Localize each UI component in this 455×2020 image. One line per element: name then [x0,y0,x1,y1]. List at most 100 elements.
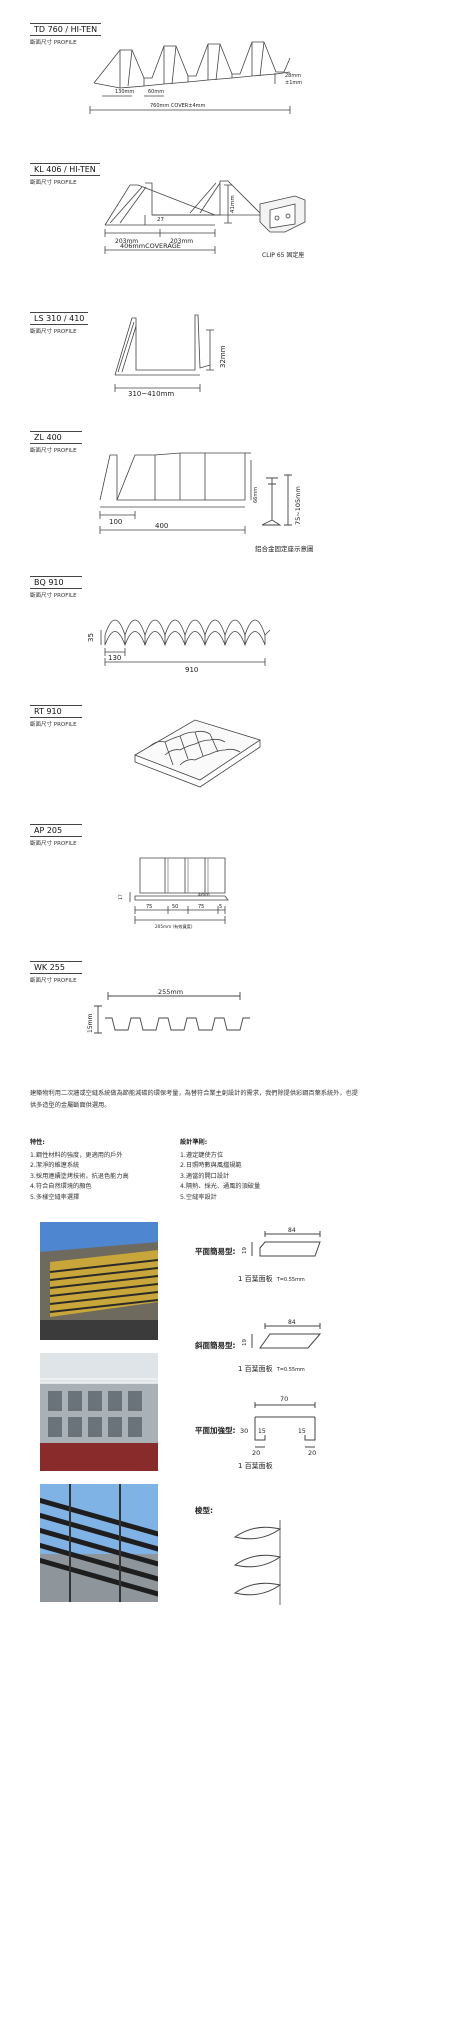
profile-label: 斷面尺寸 PROFILE [30,448,77,454]
td760-cover: 760mm COVER±4mm [150,103,206,109]
louver-2-spec: T=0.55mm [276,1367,305,1373]
feature-item: 4.符合自然環境的顏色 [30,1183,92,1190]
kl406-center: 27 [157,217,164,223]
feature-item: 1.鋼性材料的強度，更適用的戶外 [30,1151,123,1159]
ls310-width: 310~410mm [128,390,174,398]
profile-code: WK 255 [30,961,82,974]
ap205-a: 75 [146,904,152,910]
zl400-drawing: 100 400 66mm [99,452,259,534]
kl406-clip-label: CLIP 65 固定座 [262,252,305,259]
louver-type-3-label: 平面加強型: [195,1426,236,1435]
profile-header-ap205: AP 205 斷面尺寸 PROFILE [30,818,82,847]
ap205-h: 17 [118,894,124,900]
zl400-bracket-drawing: 75~105mm [261,474,302,526]
bq910-drawing: 35 130 910 [87,619,271,674]
louver-3-caption: 1 百葉面板 [238,1461,273,1471]
ls310-height: 32mm [219,345,227,368]
features-title: 特性: [30,1139,45,1146]
feature-item: 5.多樣空縫率選擇 [30,1193,80,1201]
kl406-right: 203mm [170,238,193,245]
design-item: 2.日照時數與風擋規範 [180,1162,242,1169]
louver-2-h: 19 [242,1339,248,1346]
profile-code: RT 910 [30,705,82,718]
louver-1-h: 19 [242,1247,248,1254]
louver-3-base-l: 20 [252,1449,260,1457]
louver-3-w: 70 [280,1395,288,1403]
louver-photo-3 [40,1484,158,1602]
louver-type-4-drawing [233,1520,282,1605]
kl406-drawing: 27 203mm 203mm 406mmCOVERAGE 41mm [104,180,261,254]
kl406-height: 41mm [230,195,236,213]
profile-header-kl406: KL 406 / HI-TEN 斷面尺寸 PROFILE [30,157,100,186]
profile-label: 斷面尺寸 PROFILE [30,841,77,847]
zl400-pitch: 100 [109,518,122,526]
wk255-height: 15mm [87,1014,94,1033]
ap205-cover: 205mm (有效寬度) [155,923,193,930]
profile-code: ZL 400 [30,431,82,444]
louver-type-2-label: 斜面簡易型: [195,1341,236,1350]
profile-header-bq910: BQ 910 斷面尺寸 PROFILE [30,570,82,599]
louver-photo-2 [40,1353,158,1471]
profile-label: 斷面尺寸 PROFILE [30,722,77,728]
feature-item: 3.採用連續塗烤技術，抗退色能力高 [30,1172,129,1180]
zl400-height: 66mm [253,487,259,503]
profile-label: 斷面尺寸 PROFILE [30,593,77,599]
profile-label: 斷面尺寸 PROFILE [30,329,77,335]
louver-1-w: 84 [288,1227,296,1234]
td760-height: 28mm [285,73,301,79]
louver-3-lip-l: 15 [258,1428,266,1435]
profile-code: AP 205 [30,824,82,837]
ap205-t: 4mm [198,892,210,898]
wk255-width: 255mm [158,988,183,996]
zl400-cover: 400 [155,522,168,530]
profile-code: BQ 910 [30,576,82,589]
ap205-d: 5 [219,904,222,910]
td760-rib: 60mm [148,89,164,95]
louver-3-base-r: 20 [308,1449,316,1457]
profile-header-ls310: LS 310 / 410 斷面尺寸 PROFILE [30,306,89,335]
profile-label: 斷面尺寸 PROFILE [30,40,77,46]
ap205-drawing: 17 75 50 75 5 4mm 205mm (有效寬度) [118,857,229,930]
design-item: 1.遵定鍵使方位 [180,1151,224,1159]
louver-3-cap: 1 百葉面板 [238,1462,273,1470]
louver-type-1-drawing: 84 19 [242,1227,321,1257]
bq910-height: 35 [87,633,95,642]
wk255-drawing: 255mm 15mm [87,988,250,1034]
profile-header-rt910: RT 910 斷面尺寸 PROFILE [30,699,82,728]
profile-code: KL 406 / HI-TEN [30,163,100,176]
td760-tol: ±1mm [285,80,302,86]
bq910-pitch: 130 [108,654,121,662]
profile-label: 斷面尺寸 PROFILE [30,978,77,984]
louver-2-cap: 1 百葉面板 [238,1365,273,1373]
ap205-b: 50 [172,904,178,910]
louver-3-lip-r: 15 [298,1428,306,1435]
louver-1-cap: 1 百葉面板 [238,1275,273,1283]
kl406-cover: 406mmCOVERAGE [120,242,181,250]
louver-1-spec: T=0.55mm [276,1277,305,1283]
td760-pitch: 130mm [115,89,134,95]
zl400-bracket-label: 鋁合金固定座示意圖 [255,545,314,553]
profile-code: LS 310 / 410 [30,312,89,325]
design-item: 5.空縫率設計 [180,1193,217,1201]
intro-text: 建築物利用二次牆或空縫系統做為節能減碳的環保考量，為替符合業主創設計的需求，我們… [30,1090,358,1109]
louver-type-4-label: 梭型: [195,1506,213,1515]
profile-code: TD 760 / HI-TEN [30,23,102,36]
bq910-cover: 910 [185,666,198,674]
design-block: 設計準則: 1.遵定鍵使方位 2.日照時數與風擋規範 3.適當的開口設計 4.隔… [180,1138,260,1203]
feature-item: 2.潔淨的維遼系統 [30,1162,80,1169]
ap205-c: 75 [198,904,204,910]
profile-label: 斷面尺寸 PROFILE [30,180,77,186]
clip-65-drawing [259,195,306,233]
profile-header-wk255: WK 255 斷面尺寸 PROFILE [30,955,82,984]
features-block: 特性: 1.鋼性材料的強度，更適用的戶外 2.潔淨的維遼系統 3.採用連續塗烤技… [30,1138,129,1203]
louver-photo-1 [40,1222,158,1340]
profile-header-td760: TD 760 / HI-TEN 斷面尺寸 PROFILE [30,17,102,46]
design-item: 4.隔熱、採光、通風的須破量 [180,1183,261,1190]
louver-type-1-label: 平面簡易型: [195,1247,236,1256]
zl400-bracket-h: 75~105mm [294,486,302,525]
louver-type-2-drawing: 84 19 [242,1319,322,1349]
ls310-drawing: 310~410mm 32mm [114,314,227,398]
design-title: 設計準則: [180,1139,208,1146]
